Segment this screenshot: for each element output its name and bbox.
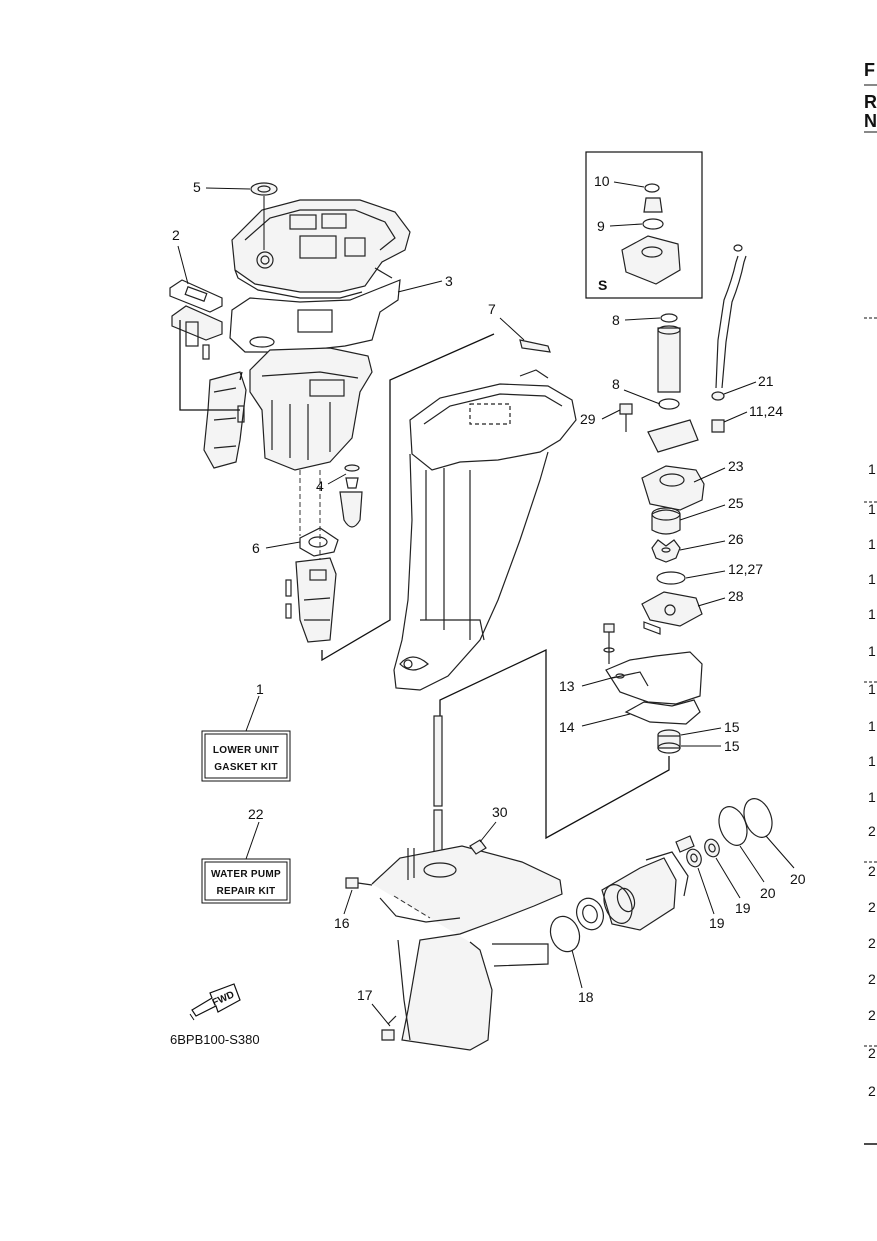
side-column: F R N 1 1 1 1 1 1 1 1 1 1 2 2 2 2 2 2 2 2 <box>864 60 877 1145</box>
side-number: 1 <box>868 571 876 587</box>
callout-7: 7 <box>488 301 496 317</box>
callout-25: 25 <box>728 495 744 511</box>
side-header-r: R <box>864 92 877 112</box>
side-number: 1 <box>868 753 876 769</box>
side-number: 1 <box>868 643 876 659</box>
callout-12-27: 12,27 <box>728 561 763 577</box>
side-number: 2 <box>868 863 876 879</box>
callout-9: 9 <box>597 218 605 234</box>
upper-casing-assembly <box>169 182 495 662</box>
callout-3: 3 <box>445 273 453 289</box>
prop-shaft-assembly <box>549 798 773 953</box>
diagram-reference: 6BPB100-S380 <box>170 1032 260 1047</box>
side-number: 2 <box>868 823 876 839</box>
pump-kit-box: WATER PUMP REPAIR KIT <box>201 821 291 904</box>
side-number: 2 <box>868 899 876 915</box>
callout-23: 23 <box>728 458 744 474</box>
callout-1: 1 <box>256 681 264 697</box>
callout-28: 28 <box>728 588 744 604</box>
callout-4: 4 <box>316 478 324 494</box>
callout-15a: 15 <box>724 719 740 735</box>
callout-30: 30 <box>492 804 508 820</box>
side-number: 1 <box>868 718 876 734</box>
callout-2: 2 <box>172 227 180 243</box>
side-number: 1 <box>868 606 876 622</box>
water-pump-assembly <box>439 244 747 840</box>
callout-13: 13 <box>559 678 575 694</box>
callout-18: 18 <box>578 989 594 1005</box>
side-number: 2 <box>868 1007 876 1023</box>
callout-6: 6 <box>252 540 260 556</box>
inset-label: S <box>598 277 607 293</box>
side-number: 2 <box>868 935 876 951</box>
inset-service-box: S <box>585 151 703 299</box>
gasket-kit-line1: LOWER UNIT <box>213 745 279 756</box>
side-number: 2 <box>868 971 876 987</box>
callouts: 5 2 3 7 4 6 1 22 10 9 8 8 21 11,24 29 23… <box>172 173 806 1027</box>
callout-29: 29 <box>580 411 596 427</box>
side-number: 1 <box>868 501 876 517</box>
callout-11-24: 11,24 <box>749 403 783 419</box>
side-header-n: N <box>864 111 877 131</box>
side-header-f: F <box>864 60 875 80</box>
gasket-kit-line2: GASKET KIT <box>214 762 278 773</box>
callout-5: 5 <box>193 179 201 195</box>
callout-22: 22 <box>248 806 264 822</box>
callout-19b: 19 <box>735 900 751 916</box>
side-number: 1 <box>868 789 876 805</box>
callout-19a: 19 <box>709 915 725 931</box>
callout-20a: 20 <box>760 885 776 901</box>
callout-10: 10 <box>594 173 610 189</box>
callout-8a: 8 <box>612 312 620 328</box>
lower-case-assembly <box>345 715 563 1051</box>
drive-shaft-housing <box>393 339 577 691</box>
callout-26: 26 <box>728 531 744 547</box>
pump-kit-line2: REPAIR KIT <box>217 886 276 897</box>
pump-kit-line1: WATER PUMP <box>211 869 281 880</box>
callout-14: 14 <box>559 719 575 735</box>
callout-20b: 20 <box>790 871 806 887</box>
side-number: 1 <box>868 461 876 477</box>
side-number: 2 <box>868 1083 876 1099</box>
callout-17: 17 <box>357 987 373 1003</box>
callout-21: 21 <box>758 373 774 389</box>
side-number: 1 <box>868 681 876 697</box>
callout-8b: 8 <box>612 376 620 392</box>
callout-16: 16 <box>334 915 350 931</box>
side-number: 1 <box>868 536 876 552</box>
side-number: 2 <box>868 1045 876 1061</box>
callout-15b: 15 <box>724 738 740 754</box>
gasket-kit-box: LOWER UNIT GASKET KIT <box>201 695 291 782</box>
fwd-arrow: FWD <box>189 983 241 1021</box>
